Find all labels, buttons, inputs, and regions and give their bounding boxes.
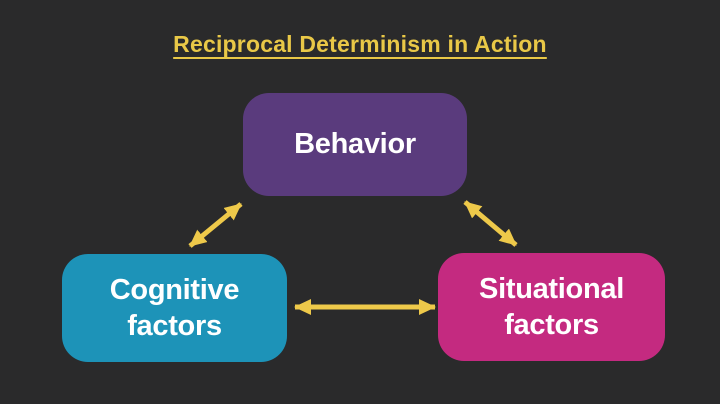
- node-cognitive-factors-label: Cognitive factors: [109, 273, 240, 342]
- node-situational-factors-label: Situational factors: [479, 272, 624, 341]
- node-behavior: Behavior: [243, 93, 467, 196]
- double-arrow-behavior-situational-icon: [463, 200, 518, 247]
- page-title-text: Reciprocal Determinism in Action: [173, 31, 547, 57]
- page-title: Reciprocal Determinism in Action: [0, 31, 720, 58]
- node-behavior-label: Behavior: [294, 128, 416, 161]
- node-cognitive-factors: Cognitive factors: [62, 254, 287, 362]
- double-arrow-behavior-cognitive-icon: [188, 202, 243, 248]
- node-situational-factors: Situational factors: [438, 253, 665, 361]
